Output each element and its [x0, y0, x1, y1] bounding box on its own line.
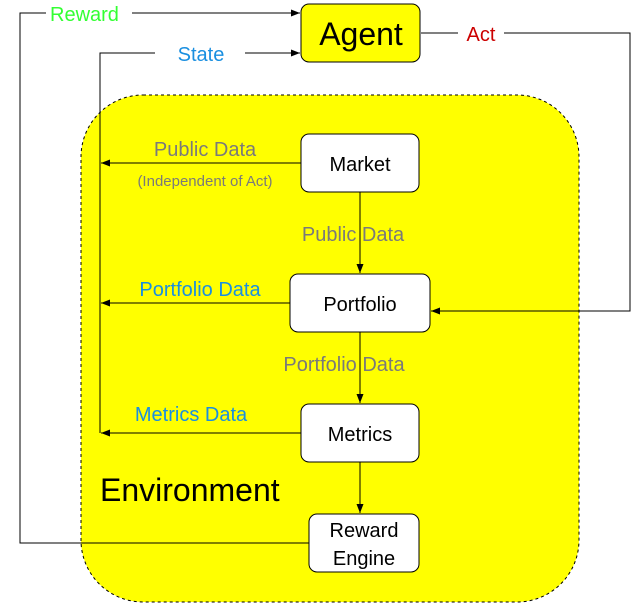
portfolio-label: Portfolio: [323, 294, 396, 316]
act-label-bg: [458, 22, 504, 44]
reward-edge-label: Reward: [50, 4, 119, 26]
public-data-out-label: Public Data: [154, 139, 257, 161]
reward-edge: [19, 9, 309, 544]
agent-node: [300, 3, 421, 63]
environment-container: [80, 94, 580, 603]
portfolio-data-down-label: Portfolio Data: [283, 354, 405, 376]
reward-label-bg: [46, 3, 132, 25]
reward-engine-label-line2: Engine: [333, 548, 395, 570]
act-edge-label: Act: [467, 24, 496, 46]
environment-label: Environment: [100, 472, 280, 508]
public-data-note-label: (Independent of Act): [137, 173, 272, 190]
market-label: Market: [329, 154, 391, 176]
metrics-data-out-label: Metrics Data: [135, 404, 248, 426]
metrics-label: Metrics: [328, 424, 392, 446]
reward-engine-label-line1: Reward: [330, 520, 399, 542]
portfolio-data-out-label: Portfolio Data: [139, 279, 261, 301]
state-edge-label: State: [178, 44, 225, 66]
public-data-down-label: Public Data: [302, 224, 405, 246]
state-label-bg: [155, 42, 245, 64]
agent-label: Agent: [319, 16, 403, 52]
act-edge: [421, 32, 631, 315]
